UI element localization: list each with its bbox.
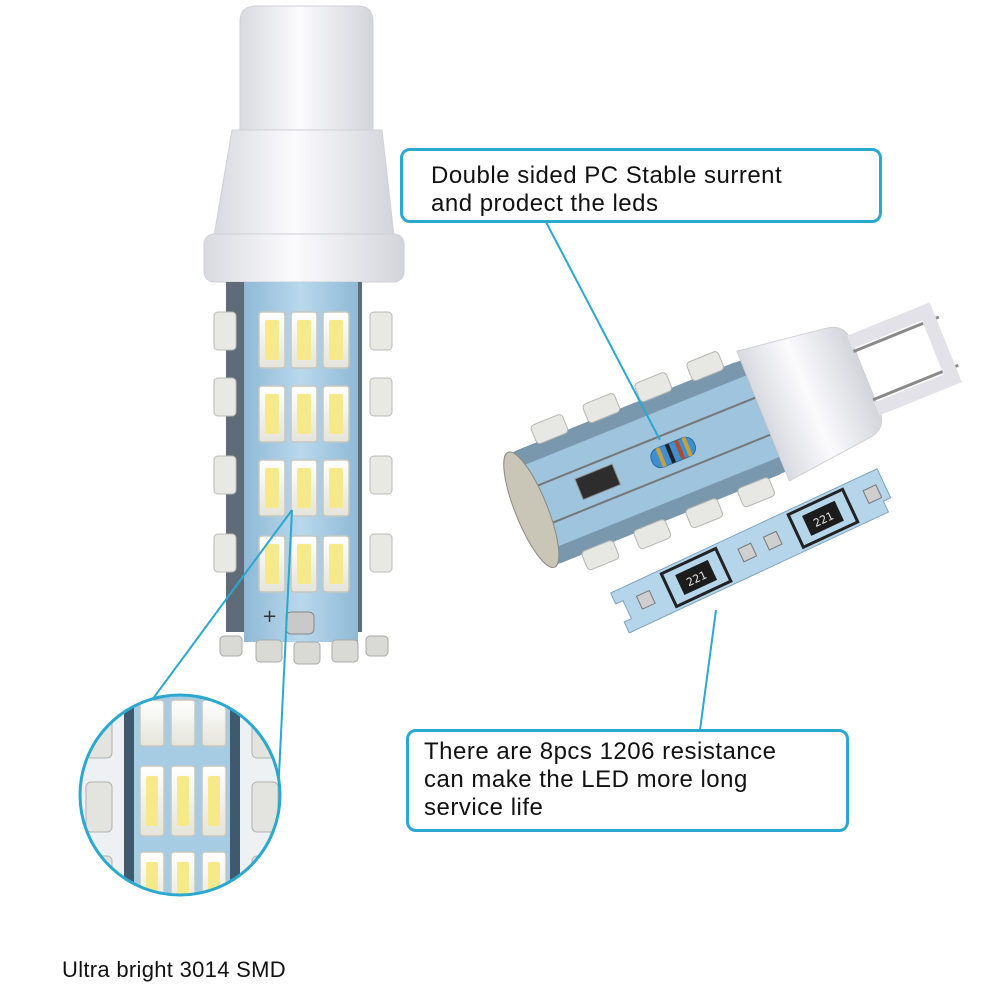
left-bulb: + [203,5,405,665]
zoom-caption: Ultra bright 3014 SMD [62,957,286,982]
left-bulb-socket-neck [213,129,395,237]
right-bulb [503,302,962,571]
resistor-blue-body [650,436,697,469]
callout-text-line: Double sided PC Stable surrent [431,162,783,189]
left-bulb-bottom-leds [219,635,389,665]
bottom-feature-callout: There are 8pcs 1206 resistance can make … [406,729,849,832]
top-feature-callout: Double sided PC Stable surrent and prode… [400,148,882,223]
callout-text-line: There are 8pcs 1206 resistance [424,738,777,765]
zoom-leader-line-right [277,509,293,796]
zoom-circle-border [78,693,282,897]
left-bulb-side-leds [213,311,393,573]
right-bulb-end [503,451,560,569]
left-bulb-solder-pad [285,611,315,635]
polarity-mark: + [262,606,277,627]
zoom-magnifier [78,509,293,897]
resistor-pcb-strip: 221 221 [609,468,892,634]
callout-text-line: and prodect the leds [431,190,659,217]
top-callout-pointer [545,221,661,441]
left-bulb-socket-top [239,5,374,133]
callout-text-line: service life [424,794,544,821]
bottom-callout-pointer [699,609,717,731]
left-bulb-socket-collar [203,233,405,283]
callout-text-line: can make the LED more long [424,766,748,793]
